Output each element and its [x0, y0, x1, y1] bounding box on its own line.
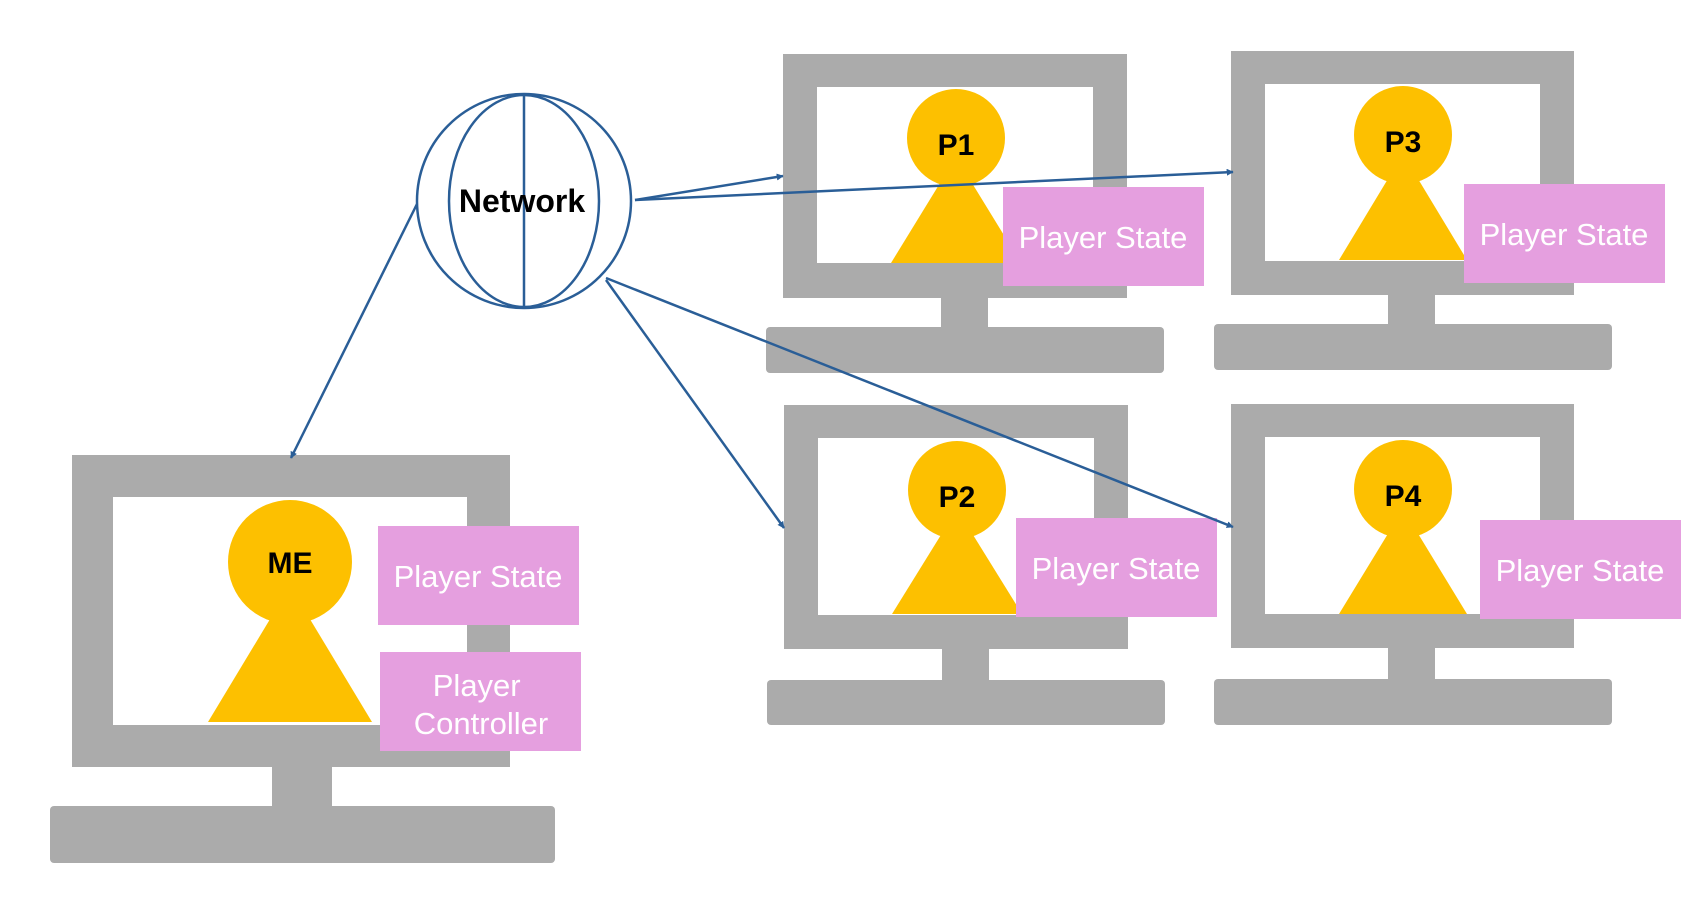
- arrow-network-to-p1: [634, 173, 784, 202]
- player-controller-box: [380, 652, 581, 751]
- arrow-network-to-p4: [605, 276, 1234, 529]
- network-label: Network: [459, 183, 585, 219]
- network-globe-icon: [415, 92, 633, 310]
- monitor-base: [767, 680, 1165, 725]
- player-state-label: Player State: [1032, 551, 1201, 586]
- monitor-stand: [942, 649, 989, 680]
- arrow-network-to-me: [289, 203, 419, 459]
- computer-me: ME Player State Player Controller: [50, 455, 581, 863]
- player-label-p1: P1: [938, 129, 975, 162]
- player-state-box: [1480, 520, 1681, 619]
- player-label-p3: P3: [1385, 126, 1422, 159]
- player-state-label: Player State: [1496, 553, 1665, 588]
- monitor-stand: [941, 298, 988, 327]
- player-pawn-icon: [208, 500, 372, 722]
- computer-p2: P2 Player State: [767, 405, 1217, 725]
- player-controller-label: Player Controller: [414, 668, 548, 741]
- player-state-label: Player State: [394, 559, 563, 594]
- player-pawn-icon: [1339, 86, 1467, 260]
- player-state-box: [1016, 518, 1217, 617]
- monitor-base: [1214, 324, 1612, 370]
- network-connections: [289, 168, 1234, 529]
- computer-p3: P3 Player State: [1214, 51, 1665, 370]
- player-state-box: [1003, 187, 1204, 286]
- monitor-base: [766, 327, 1164, 373]
- monitor-base: [1214, 679, 1612, 725]
- player-label-p2: P2: [939, 481, 976, 514]
- computer-p4: P4 Player State: [1214, 404, 1681, 725]
- arrow-network-to-p3: [634, 168, 1234, 202]
- player-state-box: [378, 526, 579, 625]
- player-controller-label-text-2: Controller: [414, 706, 548, 741]
- monitor-stand: [272, 767, 332, 807]
- monitor-base: [50, 806, 555, 863]
- arrow-network-to-p2: [604, 279, 786, 529]
- player-label-p4: P4: [1385, 480, 1422, 513]
- player-state-label: Player State: [1480, 217, 1649, 252]
- player-state-label: Player State: [1019, 220, 1188, 255]
- player-pawn-icon: [892, 441, 1022, 614]
- player-pawn-icon: [1339, 440, 1467, 614]
- player-pawn-icon: [891, 89, 1021, 263]
- monitor-stand: [1388, 648, 1435, 679]
- player-controller-label-text: Player: [433, 668, 521, 703]
- player-label-me: ME: [268, 547, 313, 580]
- player-state-box: [1464, 184, 1665, 283]
- computer-p1: P1 Player State: [766, 54, 1204, 373]
- monitor-stand: [1388, 295, 1435, 324]
